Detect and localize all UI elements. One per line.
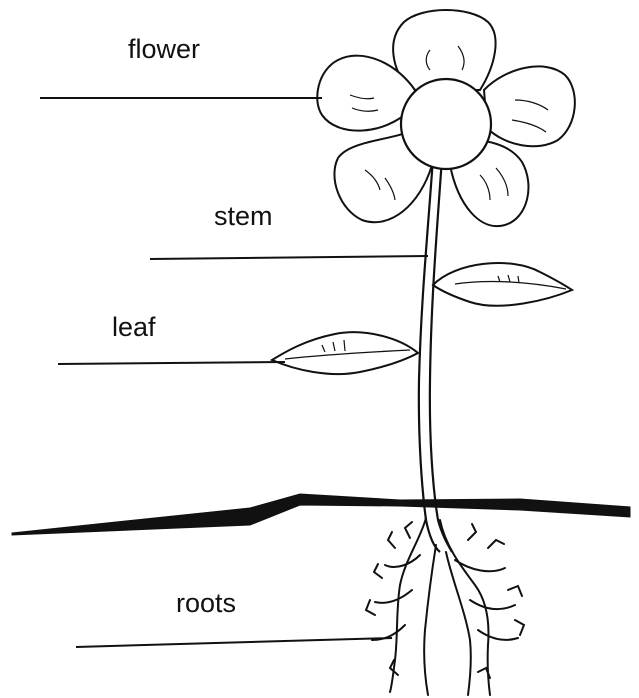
petal-right [484, 66, 575, 146]
ground-line [12, 494, 630, 535]
stem-inner [430, 158, 452, 552]
stem-leader-line [150, 256, 428, 259]
flower-head [317, 10, 575, 226]
lower-leaf [272, 332, 418, 374]
upper-leaf [433, 263, 572, 306]
flower-label: flower [128, 36, 200, 63]
roots-label: roots [176, 590, 236, 617]
stem-label: stem [214, 203, 273, 230]
flower-center [401, 79, 491, 169]
leaf-leader-line [58, 362, 285, 364]
roots-leader-line [76, 638, 392, 647]
roots [366, 518, 524, 695]
leaf-label: leaf [112, 314, 156, 341]
